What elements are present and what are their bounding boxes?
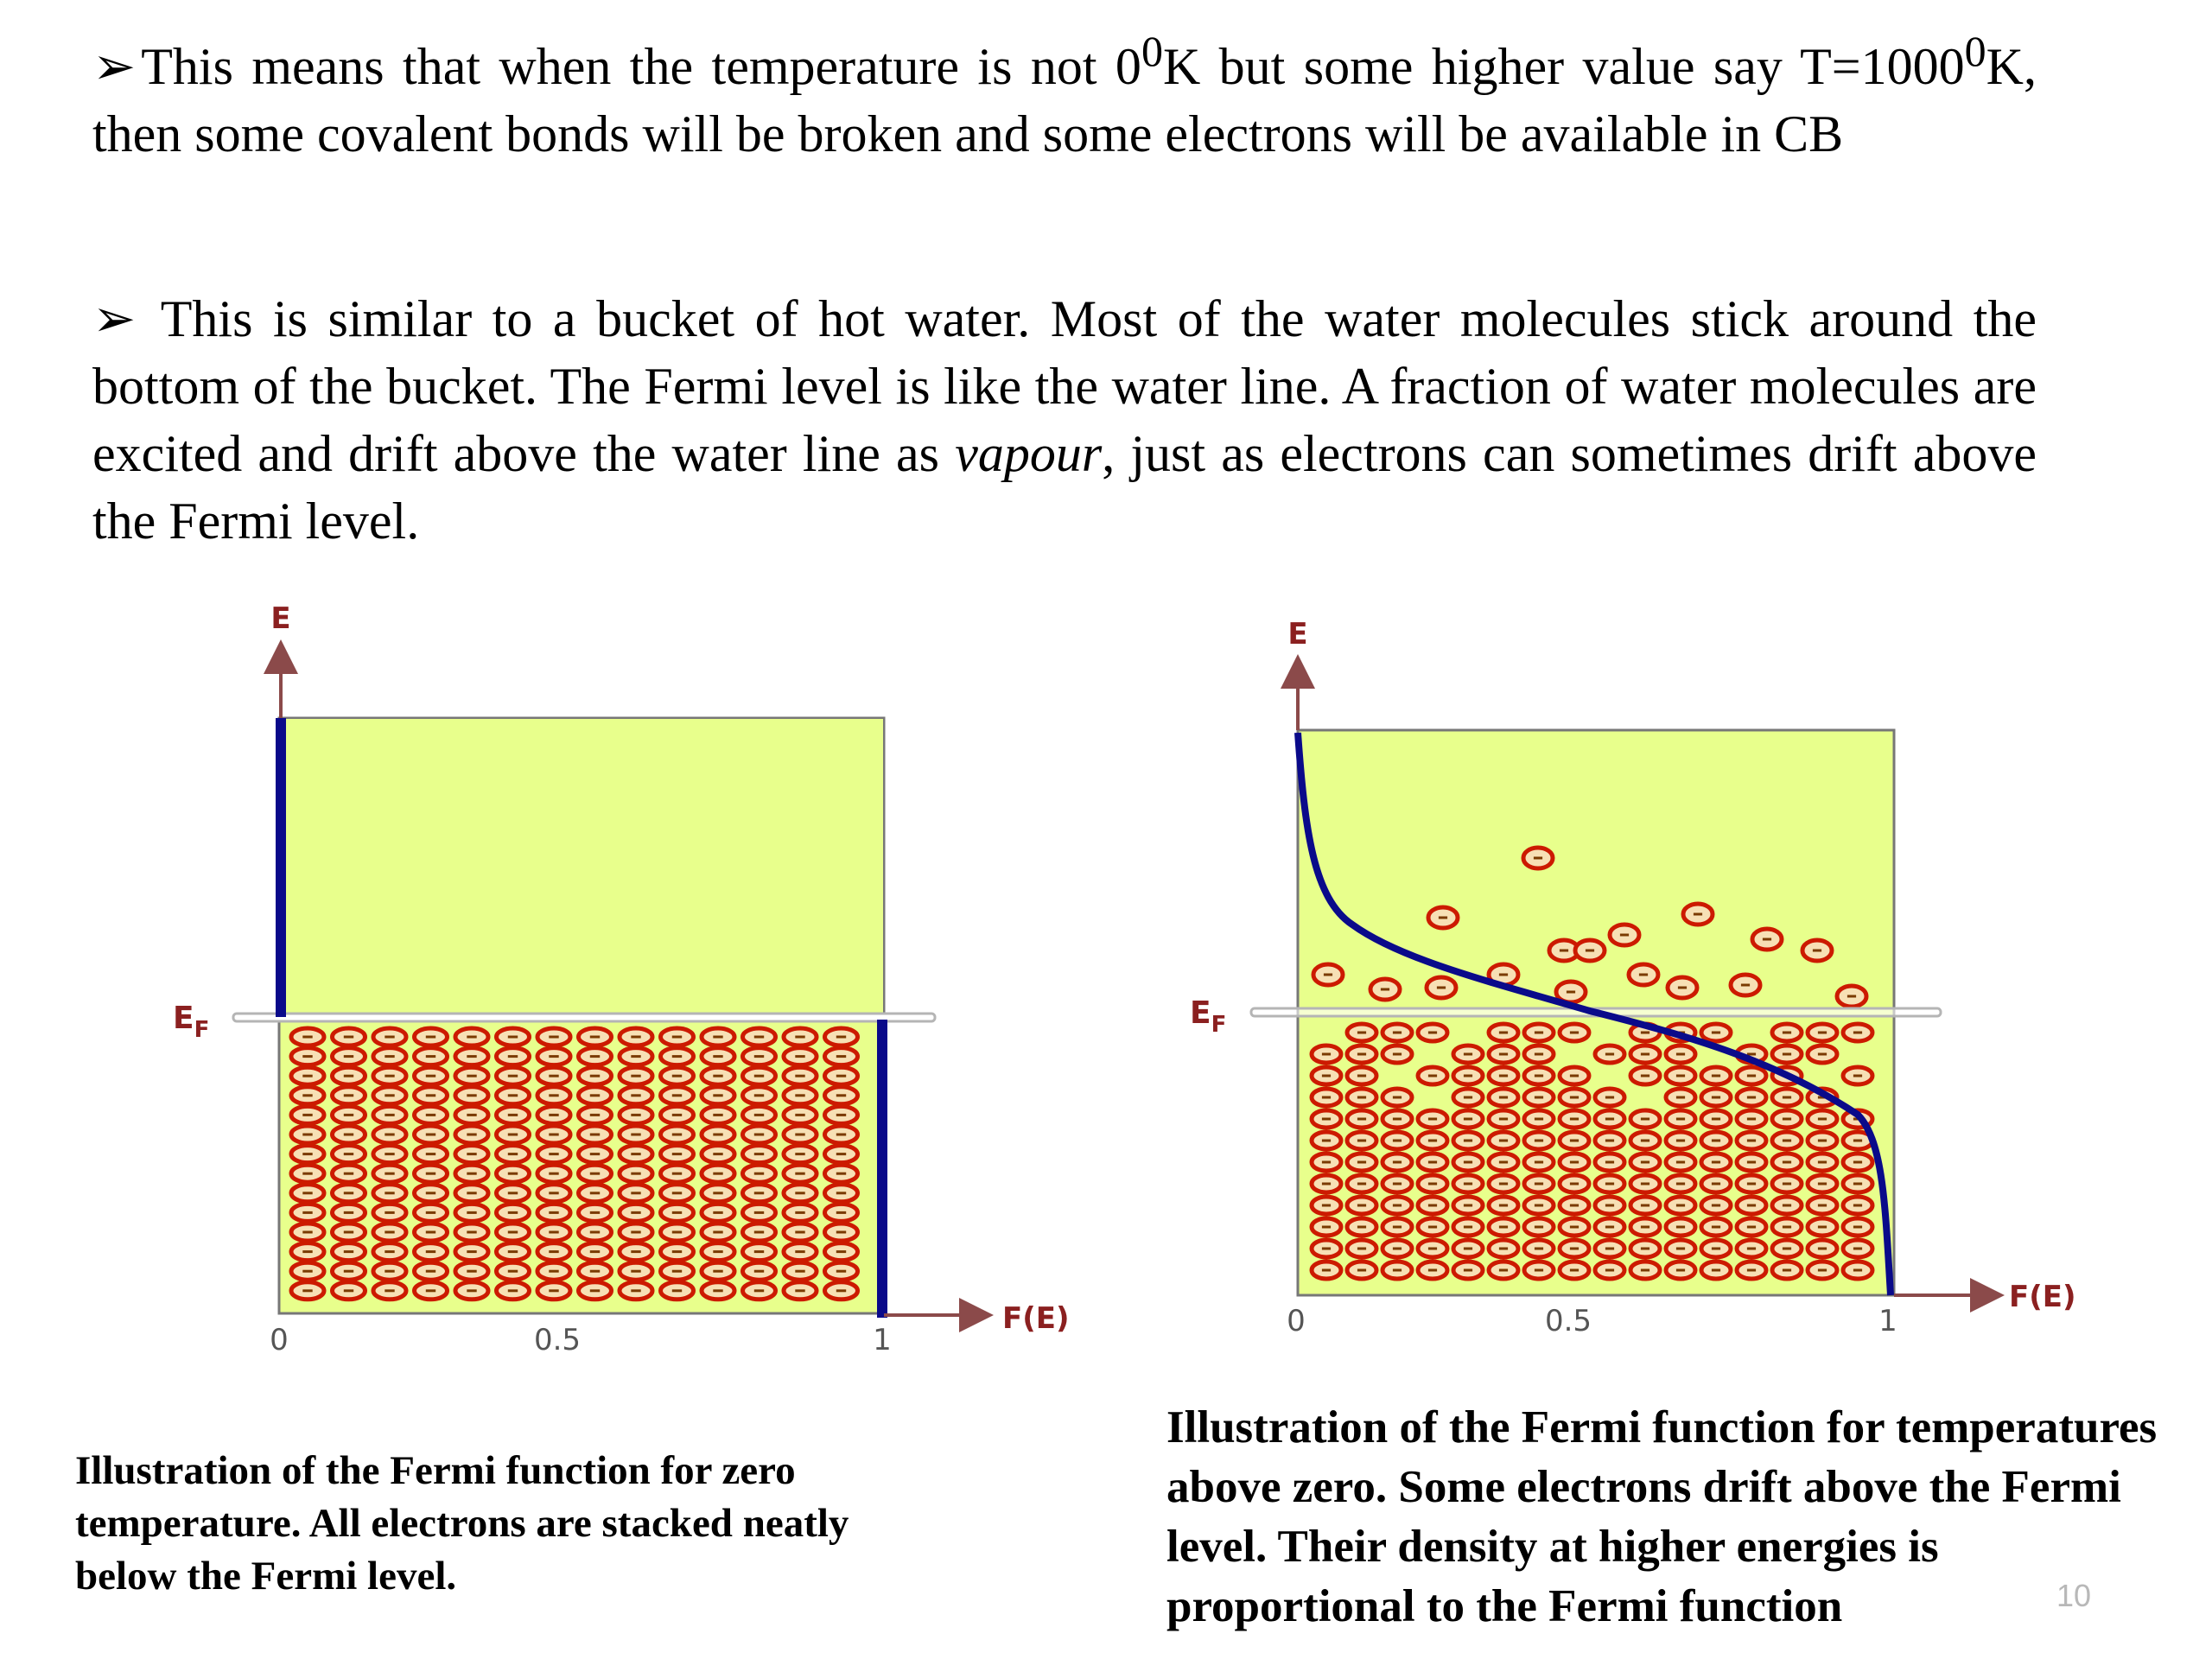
left-tick-1: 1 — [873, 1323, 892, 1357]
left-electron-grid — [280, 1020, 883, 1313]
left-box-upper-fill — [280, 719, 883, 1017]
left-fermi-line — [232, 1012, 937, 1023]
p1-text-c: K, then some covalent bonds will be brok… — [92, 38, 2037, 162]
right-vapour-electrons — [1311, 845, 1869, 1009]
paragraph-temperature: ➢This means that when the temperature is… — [92, 17, 2037, 168]
p2-text-b: , just as electrons can sometimes drift … — [92, 425, 2037, 550]
right-fermi-label-main: E — [1190, 995, 1211, 1031]
slide-number: 10 — [2056, 1578, 2092, 1613]
right-y-axis-label: E — [1287, 617, 1307, 652]
p1-sup-a: 0 — [1141, 27, 1163, 75]
p1-text-b: K but some higher value say T=1000 — [1162, 38, 1965, 95]
right-tick-1: 1 — [1878, 1304, 1897, 1338]
left-fermi-label-main: E — [173, 1001, 194, 1036]
p2-text-a: This is similar to a bucket of hot water… — [92, 290, 2037, 482]
paragraph-bucket-analogy: ➢ This is similar to a bucket of hot wat… — [92, 285, 2037, 555]
bullet-arrow-icon: ➢ — [92, 290, 137, 347]
caption-zero-temperature: Illustration of the Fermi function for z… — [75, 1448, 849, 1599]
right-tick-0: 0 — [1287, 1304, 1306, 1338]
left-fermi-label: EF — [173, 1001, 209, 1043]
left-fermi-label-sub: F — [194, 1017, 210, 1043]
right-electron-grid — [1309, 1021, 1875, 1281]
left-tick-05: 0.5 — [534, 1323, 581, 1357]
right-tick-05: 0.5 — [1545, 1304, 1592, 1338]
p1-text-a: This means that when the temperature is … — [141, 38, 1141, 95]
p1-sup-b: 0 — [1964, 27, 1986, 75]
right-fermi-curve — [1294, 732, 1894, 1296]
caption-above-zero: Illustration of the Fermi function for t… — [1166, 1402, 2158, 1631]
left-tick-0: 0 — [270, 1323, 289, 1357]
left-y-axis-label: E — [270, 601, 290, 636]
right-fermi-label-sub: F — [1211, 1012, 1227, 1038]
right-fermi-label: EF — [1190, 995, 1226, 1038]
left-x-axis-label: F(E) — [1002, 1301, 1070, 1336]
p2-italic-vapour: vapour — [955, 425, 1103, 482]
right-x-axis-label: F(E) — [2009, 1280, 2076, 1314]
bullet-arrow-icon: ➢ — [92, 38, 137, 95]
